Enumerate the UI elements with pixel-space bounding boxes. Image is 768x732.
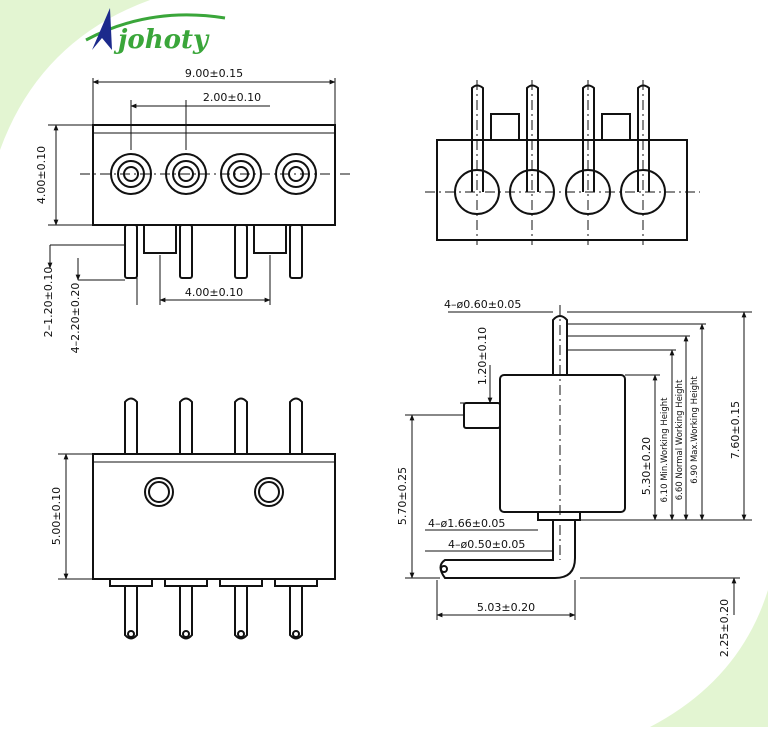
corner-wash-bottom-right xyxy=(650,590,768,727)
view-front xyxy=(425,80,700,245)
pin-shoulder xyxy=(601,113,631,141)
boss xyxy=(143,224,177,254)
tail-tip xyxy=(440,565,448,573)
pin xyxy=(124,397,138,454)
pin-tip xyxy=(237,630,245,638)
boss-hole xyxy=(254,477,284,507)
dim-min-label: 6.10 Min.Working Height xyxy=(660,397,670,503)
connector-body xyxy=(92,124,336,226)
corner-wash-top-left xyxy=(0,0,150,150)
pin xyxy=(179,586,193,640)
view-side xyxy=(405,305,752,620)
pin xyxy=(124,586,138,640)
pin-shoulder xyxy=(490,113,520,141)
dim-total-label: 7.60±0.15 xyxy=(729,401,742,459)
side-boss xyxy=(463,402,501,429)
pin-top xyxy=(552,315,568,375)
pin xyxy=(289,397,303,454)
dim-tail-len-label: 5.03±0.20 xyxy=(477,601,535,614)
pin xyxy=(124,224,138,279)
foot xyxy=(274,578,318,587)
connector-body xyxy=(436,139,688,241)
socket-ring xyxy=(172,160,200,188)
dim-boss-label: 1.20±0.10 xyxy=(476,327,489,385)
boss-hole xyxy=(144,477,174,507)
socket-ring xyxy=(178,166,194,182)
dim-width-label: 9.00±0.15 xyxy=(185,67,243,80)
pin-tip xyxy=(182,630,190,638)
view-bottom xyxy=(58,397,336,640)
tail-pin xyxy=(439,520,576,579)
pin xyxy=(179,397,193,454)
pin xyxy=(289,224,303,279)
pin xyxy=(234,586,248,640)
pin xyxy=(289,586,303,640)
dim-side-height-label: 5.70±0.25 xyxy=(396,467,409,525)
dim-max-label: 6.90 Max.Working Height xyxy=(690,376,700,484)
foot xyxy=(219,578,263,587)
boss-hole xyxy=(148,481,170,503)
dim-bottom-height-label: 5.00±0.10 xyxy=(50,487,63,545)
foot xyxy=(164,578,208,587)
dim-pin-dia-label: 4–ø0.60±0.05 xyxy=(444,298,521,311)
flange xyxy=(537,511,581,521)
pin xyxy=(179,224,193,279)
dim-body-label: 5.30±0.20 xyxy=(640,437,653,495)
pin-tip xyxy=(292,630,300,638)
brand-name: johoty xyxy=(113,25,210,55)
pin xyxy=(234,224,248,279)
pin-tip xyxy=(127,630,135,638)
dim-pitch-label: 2.00±0.10 xyxy=(203,91,261,104)
dim-pin-b-label: 4–2.20±0.20 xyxy=(69,283,82,354)
dim-flange-dia-label: 4–ø1.66±0.05 xyxy=(428,517,505,530)
view-top-labels: 9.00±0.15 2.00±0.10 4.00±0.10 4.00±0.10 … xyxy=(35,67,261,353)
side-body xyxy=(499,374,626,513)
view-side-labels: 4–ø0.60±0.05 1.20±0.10 5.30±0.20 6.10 Mi… xyxy=(396,298,742,657)
boss-hole xyxy=(258,481,280,503)
boss xyxy=(253,224,287,254)
dim-height-label: 4.00±0.10 xyxy=(35,146,48,204)
socket-ring xyxy=(110,153,152,195)
dim-tail-off-label: 2.25±0.20 xyxy=(718,599,731,657)
dim-normal-label: 6.60 Normal Working Height xyxy=(675,379,685,500)
dim-pin-a-label: 2–1.20±0.10 xyxy=(42,267,55,338)
connector-body xyxy=(92,453,336,580)
dim-pin-span-label: 4.00±0.10 xyxy=(185,286,243,299)
brand-logo: johoty xyxy=(85,8,226,55)
pin xyxy=(234,397,248,454)
view-top xyxy=(47,78,350,305)
logo-mark-icon xyxy=(92,8,112,50)
dim-tail-dia-label: 4–ø0.50±0.05 xyxy=(448,538,525,551)
foot xyxy=(109,578,153,587)
